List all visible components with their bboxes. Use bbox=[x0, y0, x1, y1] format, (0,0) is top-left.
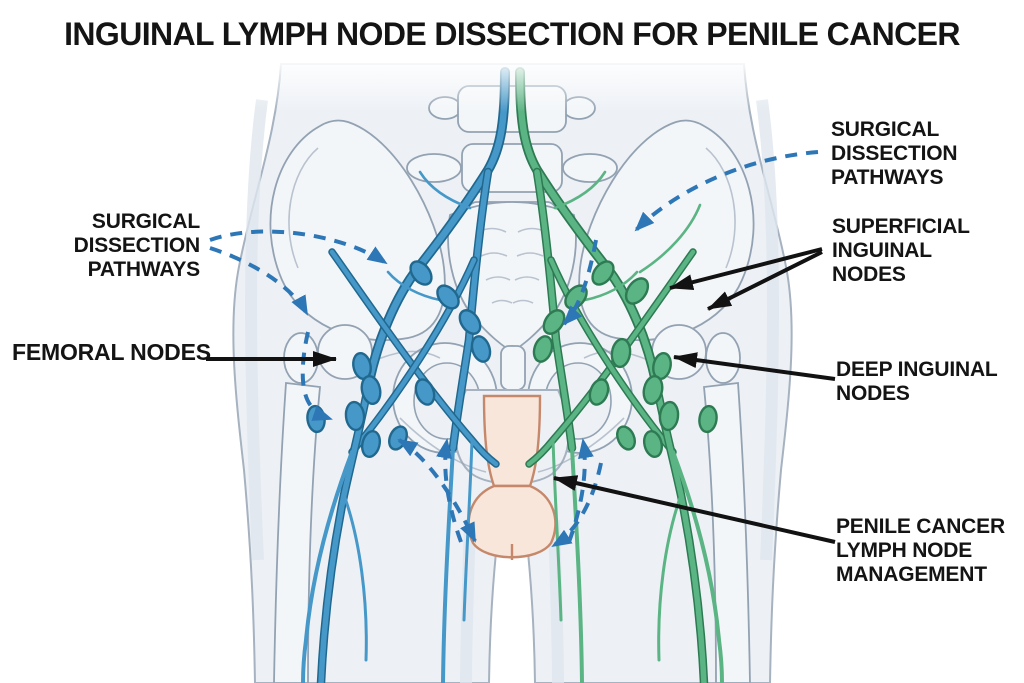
lymph-node bbox=[642, 374, 664, 406]
lymph-node bbox=[616, 425, 636, 451]
vertebra-process bbox=[406, 153, 462, 183]
lymph-node bbox=[458, 309, 482, 335]
dashed-pathway-arrow bbox=[397, 438, 477, 543]
deep-node-target bbox=[610, 337, 632, 369]
lymph-node bbox=[542, 309, 566, 335]
dashed-pathway-arrow bbox=[634, 150, 819, 232]
diagram-title: INGUINAL LYMPH NODE DISSECTION FOR PENIL… bbox=[64, 16, 960, 52]
penis-shaft bbox=[482, 394, 542, 488]
label-surgical-dissection-pathways-left: SURGICAL DISSECTION PATHWAYS bbox=[73, 210, 201, 281]
genitalia bbox=[399, 389, 625, 560]
body-shading-right bbox=[756, 99, 779, 561]
lymph-node bbox=[360, 374, 382, 406]
lymph-node bbox=[409, 260, 433, 286]
vertebra-process bbox=[562, 153, 618, 183]
dashed-pathway-arrow bbox=[562, 239, 598, 326]
top-fade bbox=[0, 58, 1024, 112]
penile-management-arrow bbox=[553, 475, 836, 544]
lymph-node bbox=[414, 378, 436, 406]
dashed-pathway-arrow bbox=[209, 246, 309, 316]
dashed-pathway-arrow bbox=[209, 229, 388, 265]
deep-inguinal-nodes-arrow bbox=[673, 352, 836, 381]
inner-thigh-shading-left bbox=[460, 519, 476, 683]
annotation-arrows bbox=[206, 247, 836, 544]
lymph-node bbox=[642, 430, 664, 458]
lymph-node bbox=[470, 335, 492, 363]
dashed-pathway-arrow bbox=[551, 462, 603, 548]
dashed-pathway-arrow bbox=[436, 438, 463, 543]
right-greater-trochanter bbox=[705, 332, 741, 384]
lymph-node bbox=[344, 400, 366, 432]
label-penile-cancer-management: PENILE CANCER LYMPH NODE MANAGEMENT bbox=[836, 515, 1005, 586]
lymph-node bbox=[698, 404, 718, 434]
pubic-symphysis bbox=[500, 345, 526, 391]
left-lymph-nodes bbox=[306, 260, 492, 458]
label-deep-inguinal-nodes: DEEP INGUINAL NODES bbox=[836, 358, 998, 405]
dashed-pathway-arrow bbox=[300, 331, 333, 421]
lymph-node bbox=[360, 430, 382, 458]
lymph-node bbox=[591, 260, 615, 286]
dissection-pathway-arrows bbox=[209, 150, 819, 548]
right-lymph-nodes bbox=[532, 260, 718, 458]
superficial-nodes-arrow-upper bbox=[669, 247, 823, 291]
lymph-node bbox=[658, 400, 680, 432]
label-surgical-dissection-pathways-right: SURGICAL DISSECTION PATHWAYS bbox=[831, 118, 958, 189]
left-lymphatic-chain bbox=[301, 67, 510, 683]
body-shading-left bbox=[245, 99, 268, 561]
label-superficial-inguinal-nodes: SUPERFICIAL INGUINAL NODES bbox=[832, 215, 970, 286]
label-femoral-nodes: FEMORAL NODES bbox=[12, 339, 211, 365]
right-lymphatic-chain bbox=[515, 67, 724, 683]
lymph-node bbox=[436, 284, 460, 310]
superficial-node-target bbox=[624, 277, 650, 305]
superficial-nodes-arrow-lower bbox=[707, 250, 823, 311]
lymph-node bbox=[588, 378, 610, 406]
lymph-node bbox=[532, 335, 554, 363]
